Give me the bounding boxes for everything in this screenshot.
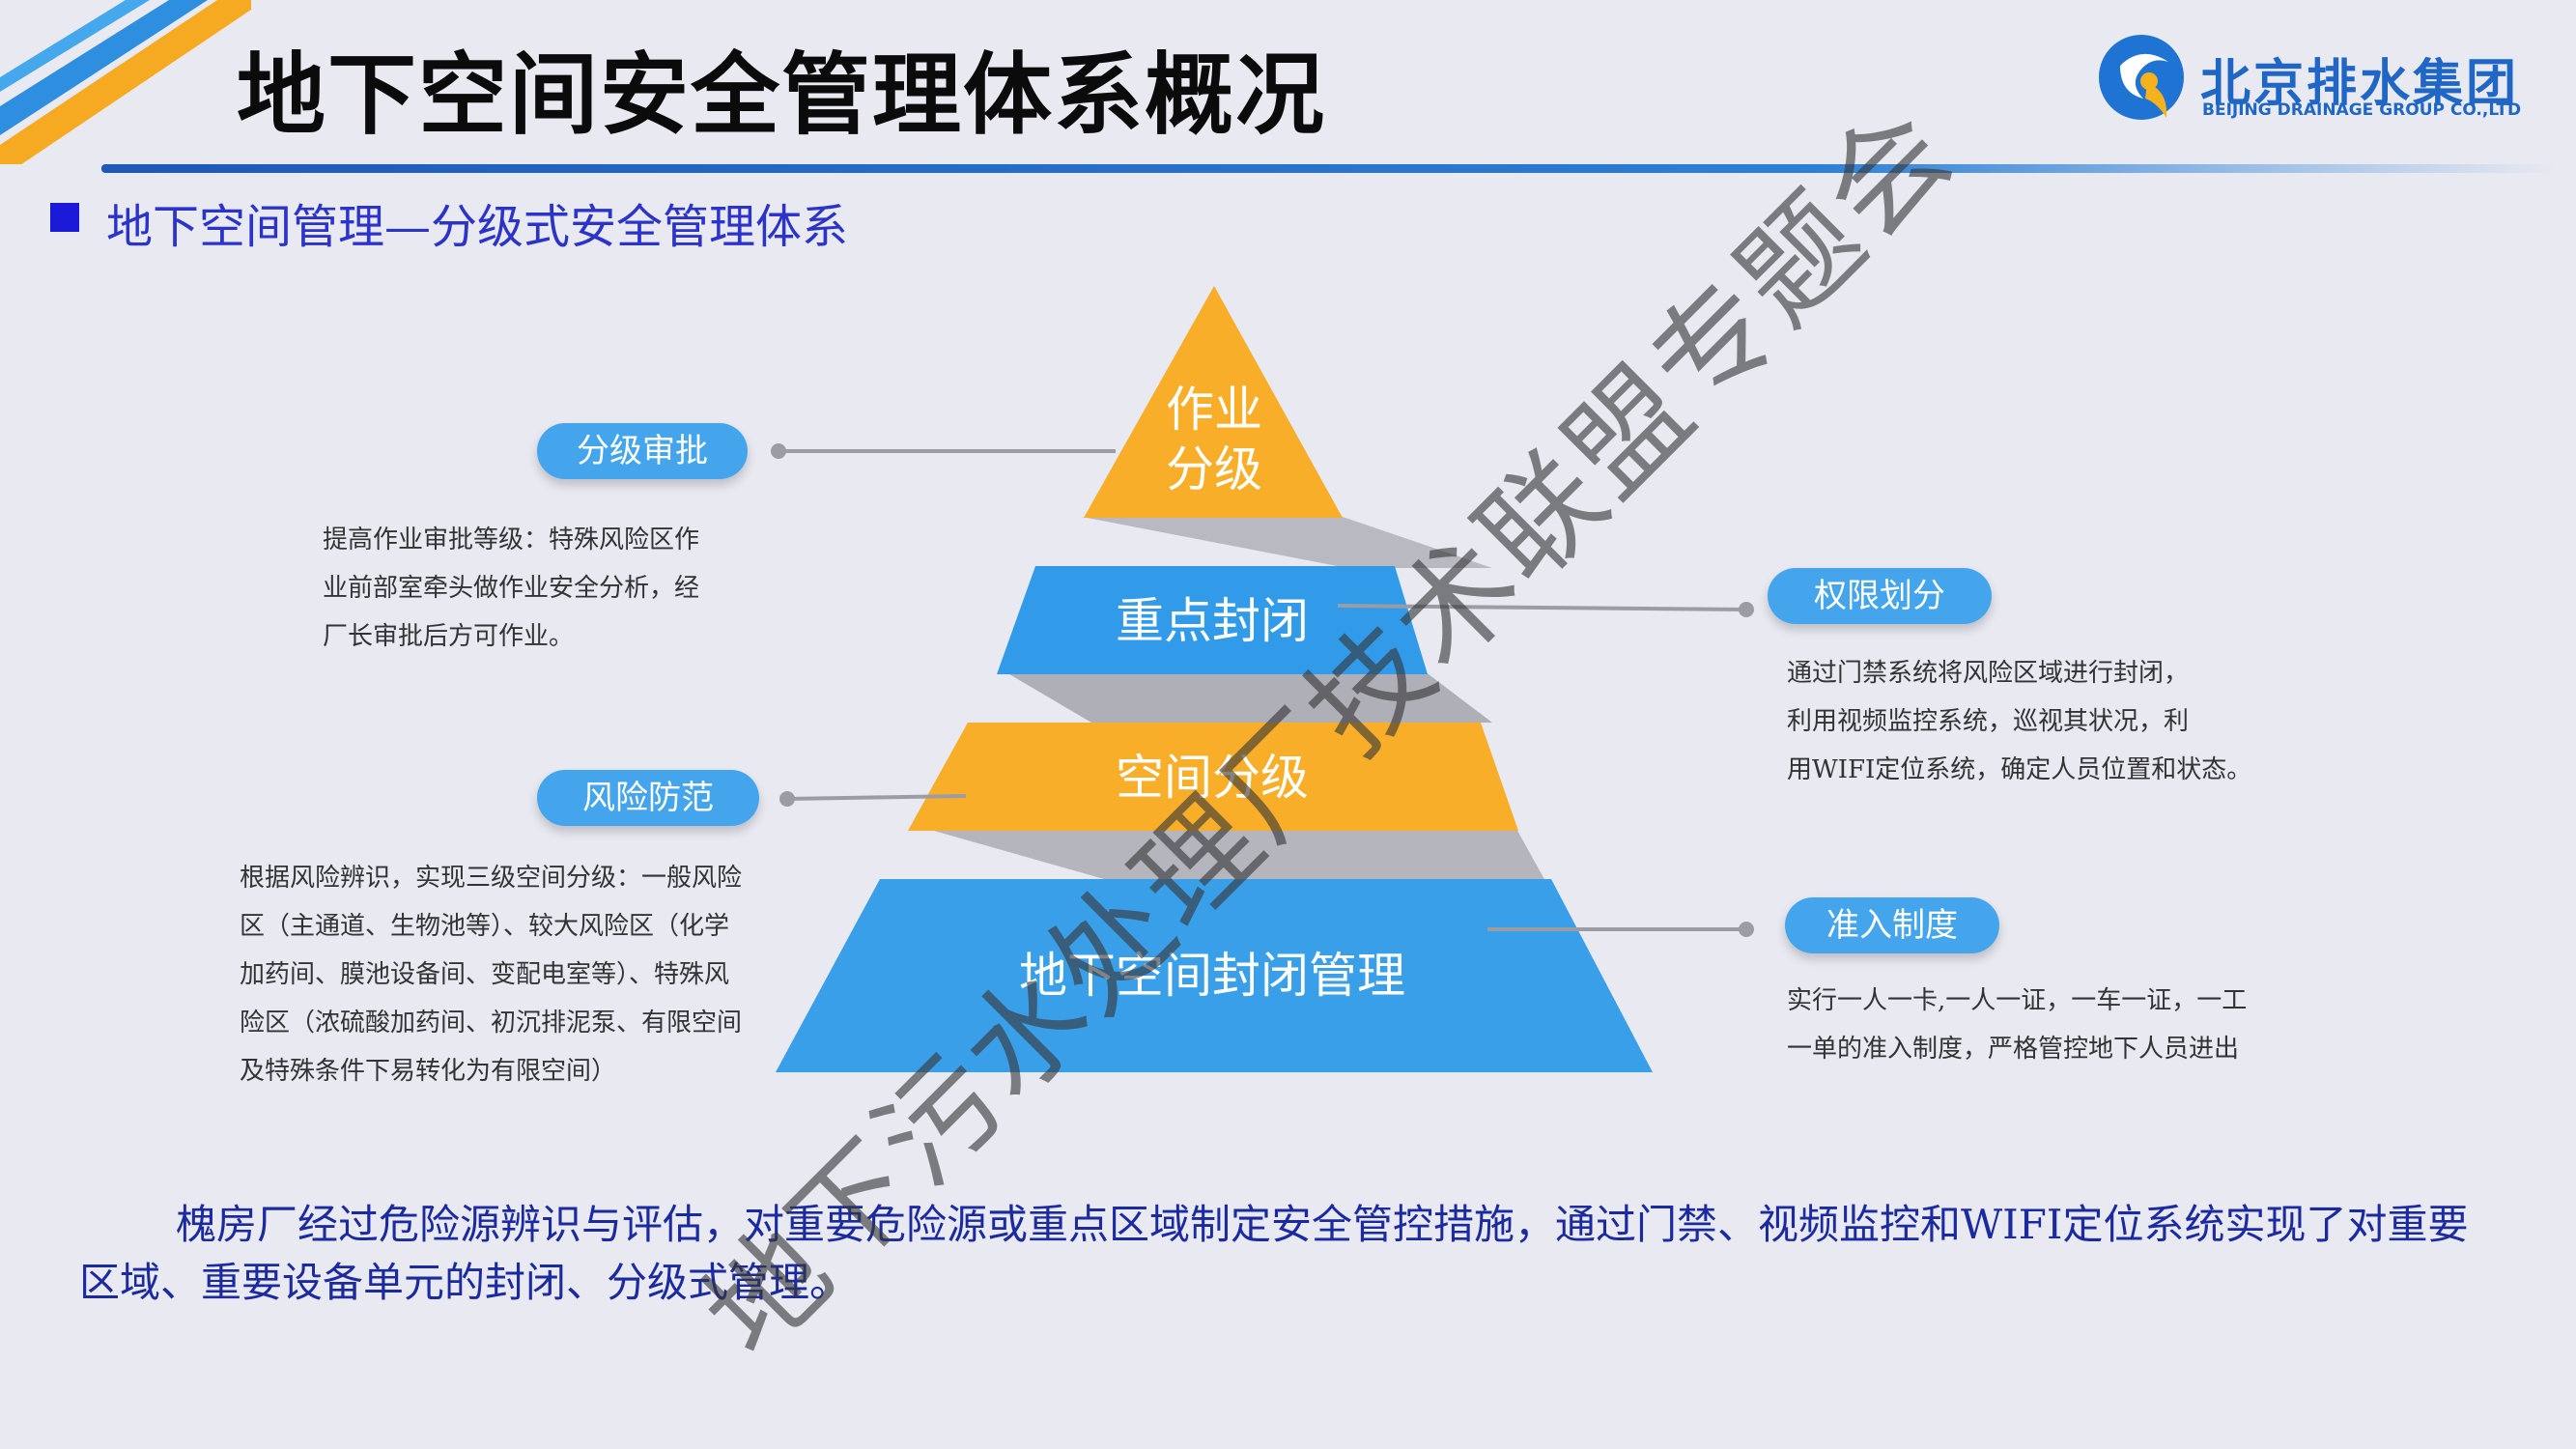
level-3-shape [908,723,1518,831]
desc-risk-line: 险区（浓硫酸加药间、初沉排泥泵、有限空间 [240,1009,743,1037]
logo-text-cn: 北京排水集团 [2200,55,2520,113]
desc-approval-line: 提高作业审批等级：特殊风险区作 [323,526,700,554]
desc-permission-line: 通过门禁系统将风险区域进行封闭， [1787,659,2190,688]
connector-permission [1337,604,1747,611]
desc-risk-line: 根据风险辨识，实现三级空间分级：一般风险 [240,864,743,893]
desc-access-line: 实行一人一卡,一人一证，一车一证，一工 [1787,986,2248,1015]
desc-risk-line: 区（主通道、生物池等）、较大风险区（化学 [240,912,730,941]
conclusion-paragraph: 槐房厂经过危险源辨识与评估，对重要危险源或重点区域制定安全管控措施，通过门禁、视… [79,1201,2469,1306]
level-2-shape [997,566,1428,674]
level-1-shape [1084,286,1343,518]
desc-approval-line: 业前部室牵头做作业安全分析，经 [323,574,700,603]
pill-risk: 风险防范 [537,770,759,826]
corner-decoration [0,0,251,164]
desc-permission-line: 用WIFI定位系统，确定人员位置和状态。 [1787,755,2252,784]
ribbon-3 [927,829,1545,881]
level-1-label: 作业 分级 [1142,380,1287,499]
level-3-label: 空间分级 [1116,750,1309,806]
ribbon-2 [1005,671,1492,723]
pill-approval: 分级审批 [537,423,748,479]
desc-risk-line: 及特殊条件下易转化为有限空间） [240,1057,617,1086]
desc-approval: 提高作业审批等级：特殊风险区作 业前部室牵头做作业安全分析，经 厂长审批后方可作… [323,516,767,661]
level-4-shape [776,879,1653,1072]
level-1-line2: 分级 [1166,441,1262,497]
section-subtitle: 地下空间管理—分级式安全管理体系 [106,200,849,254]
desc-risk-line: 加药间、膜池设备间、变配电室等）、特殊风 [240,960,730,989]
level-2-label: 重点封闭 [1116,593,1309,649]
desc-access: 实行一人一卡,一人一证，一车一证，一工 一单的准入制度，严格管控地下人员进出 [1787,977,2308,1073]
subtitle-bullet [50,203,79,232]
ribbon-1 [1082,517,1492,568]
logo-text-en: BEIJING DRAINAGE GROUP CO.,LTD [2202,100,2522,120]
desc-access-line: 一单的准入制度，严格管控地下人员进出 [1787,1035,2240,1064]
page-title: 地下空间安全管理体系概况 [237,43,1327,147]
desc-approval-line: 厂长审批后方可作业。 [323,622,575,651]
desc-risk: 根据风险辨识，实现三级空间分级：一般风险 区（主通道、生物池等）、较大风险区（化… [240,854,800,1095]
connector-risk [786,794,967,801]
pill-access: 准入制度 [1785,897,1999,953]
level-4-label: 地下空间封闭管理 [1019,948,1405,1004]
beijing-drainage-logo-icon [2099,35,2184,120]
desc-permission: 通过门禁系统将风险区域进行封闭， 利用视频监控系统，巡视其状况，利 用WIFI定… [1787,649,2308,794]
desc-permission-line: 利用视频监控系统，巡视其状况，利 [1787,707,2190,736]
pill-permission: 权限划分 [1768,568,1992,624]
title-underline [101,164,2555,173]
level-1-line1: 作业 [1166,382,1262,438]
